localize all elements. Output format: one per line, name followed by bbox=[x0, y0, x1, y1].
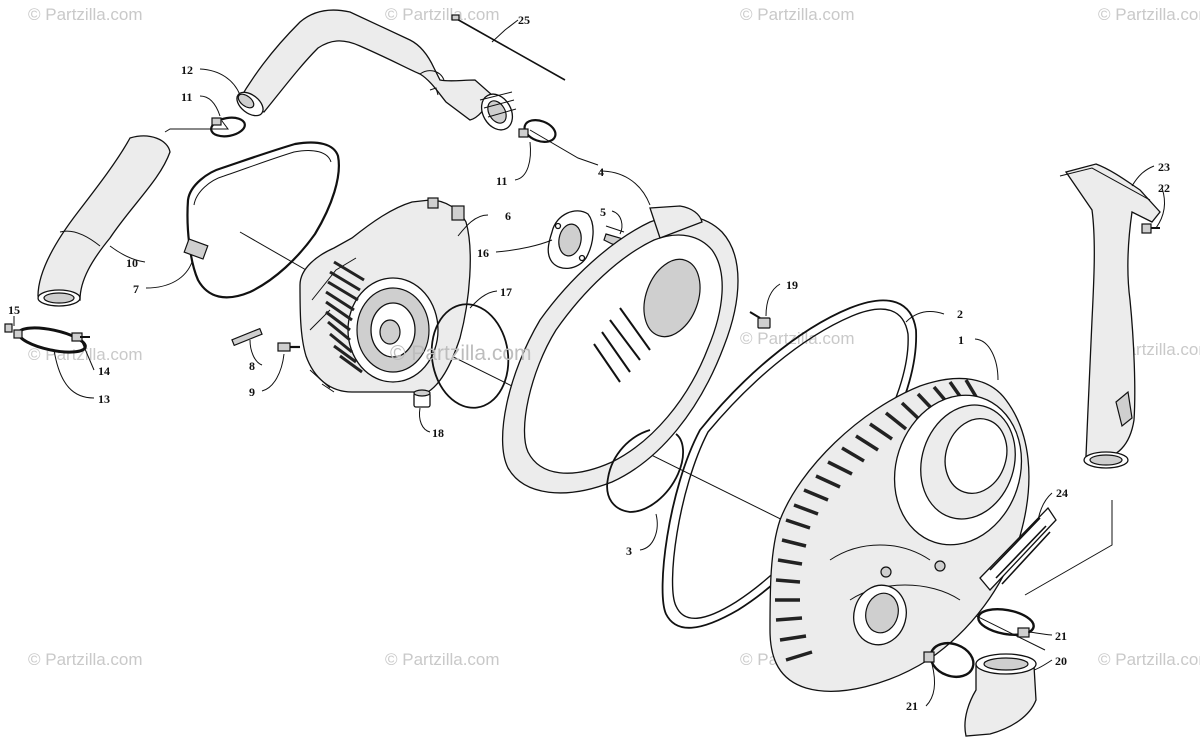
callout-leader-lines bbox=[13, 19, 1165, 707]
cover-cooling-fins bbox=[775, 379, 980, 662]
centerline-intake-tube bbox=[529, 129, 599, 166]
outer-clutch-cover bbox=[769, 377, 1030, 692]
callout-7: 7 bbox=[133, 282, 139, 296]
snap-ring bbox=[606, 429, 684, 513]
callout-5: 5 bbox=[600, 205, 606, 219]
watermark: © Partzilla.com bbox=[385, 650, 500, 669]
callout-15: 15 bbox=[8, 303, 20, 317]
callout-17: 17 bbox=[500, 285, 512, 299]
cover-gasket bbox=[183, 141, 340, 299]
callout-3: 3 bbox=[626, 544, 632, 558]
fan-blades bbox=[325, 260, 365, 374]
warning-decal bbox=[979, 506, 1057, 591]
hose-clamp-lower-right bbox=[977, 608, 1035, 638]
outlet-elbow bbox=[964, 653, 1037, 737]
watermark: © Partzilla.com bbox=[1098, 650, 1200, 669]
callout-21: 21 bbox=[1055, 629, 1067, 643]
retaining-pin bbox=[231, 327, 263, 347]
centerline-hose-clamp bbox=[164, 120, 229, 133]
callout-18: 18 bbox=[432, 426, 444, 440]
callout-numbers: 1 2 3 4 5 6 7 8 9 10 11 11 12 13 14 15 1… bbox=[8, 13, 1170, 713]
adapter-plate bbox=[547, 210, 594, 269]
callout-22: 22 bbox=[1158, 181, 1170, 195]
callout-4: 4 bbox=[598, 165, 604, 179]
callout-8: 8 bbox=[249, 359, 255, 373]
callout-11: 11 bbox=[496, 174, 507, 188]
callout-11: 11 bbox=[181, 90, 192, 104]
outlet-duct bbox=[1059, 163, 1161, 469]
hose-clamp-upper-right bbox=[518, 119, 557, 143]
callout-21: 21 bbox=[906, 699, 918, 713]
watermark: © Partzilla.com bbox=[28, 650, 143, 669]
callout-20: 20 bbox=[1055, 654, 1067, 668]
callout-1: 1 bbox=[958, 333, 964, 347]
o-ring bbox=[430, 303, 510, 409]
callout-16: 16 bbox=[477, 246, 489, 260]
watermark: © Partzilla.com bbox=[740, 5, 855, 24]
fan-housing-screw bbox=[277, 342, 300, 352]
inner-belt-housing bbox=[502, 205, 739, 494]
callout-2: 2 bbox=[957, 307, 963, 321]
callout-6: 6 bbox=[505, 209, 511, 223]
watermark: © Partzilla.com bbox=[385, 5, 500, 24]
callout-24: 24 bbox=[1056, 486, 1068, 500]
callout-13: 13 bbox=[98, 392, 110, 406]
callout-9: 9 bbox=[249, 385, 255, 399]
intake-boot-tube bbox=[236, 9, 517, 131]
callout-19: 19 bbox=[786, 278, 798, 292]
cable-tie bbox=[451, 14, 566, 81]
centerline-outlet-duct bbox=[1024, 500, 1113, 596]
callout-25: 25 bbox=[518, 13, 530, 27]
callout-14: 14 bbox=[98, 364, 110, 378]
callout-12: 12 bbox=[181, 63, 193, 77]
hose-clamp-lower-left bbox=[923, 641, 975, 679]
callout-10: 10 bbox=[126, 256, 138, 270]
watermark: © Partzilla.com bbox=[1098, 5, 1200, 24]
housing-ribs bbox=[593, 307, 651, 383]
watermark: © Partzilla.com bbox=[390, 342, 532, 365]
duct-screw bbox=[1141, 223, 1160, 234]
watermark: © Partzilla.com bbox=[28, 5, 143, 24]
fan-housing bbox=[299, 197, 471, 393]
clamp-hardware-left bbox=[4, 323, 90, 354]
watermark: © Partzilla.com bbox=[740, 329, 855, 348]
spacer-bushing bbox=[413, 389, 431, 408]
intake-hose bbox=[37, 135, 171, 307]
callout-23: 23 bbox=[1158, 160, 1170, 174]
hose-clamp-upper-left bbox=[210, 116, 246, 138]
housing-bolt bbox=[749, 311, 771, 329]
